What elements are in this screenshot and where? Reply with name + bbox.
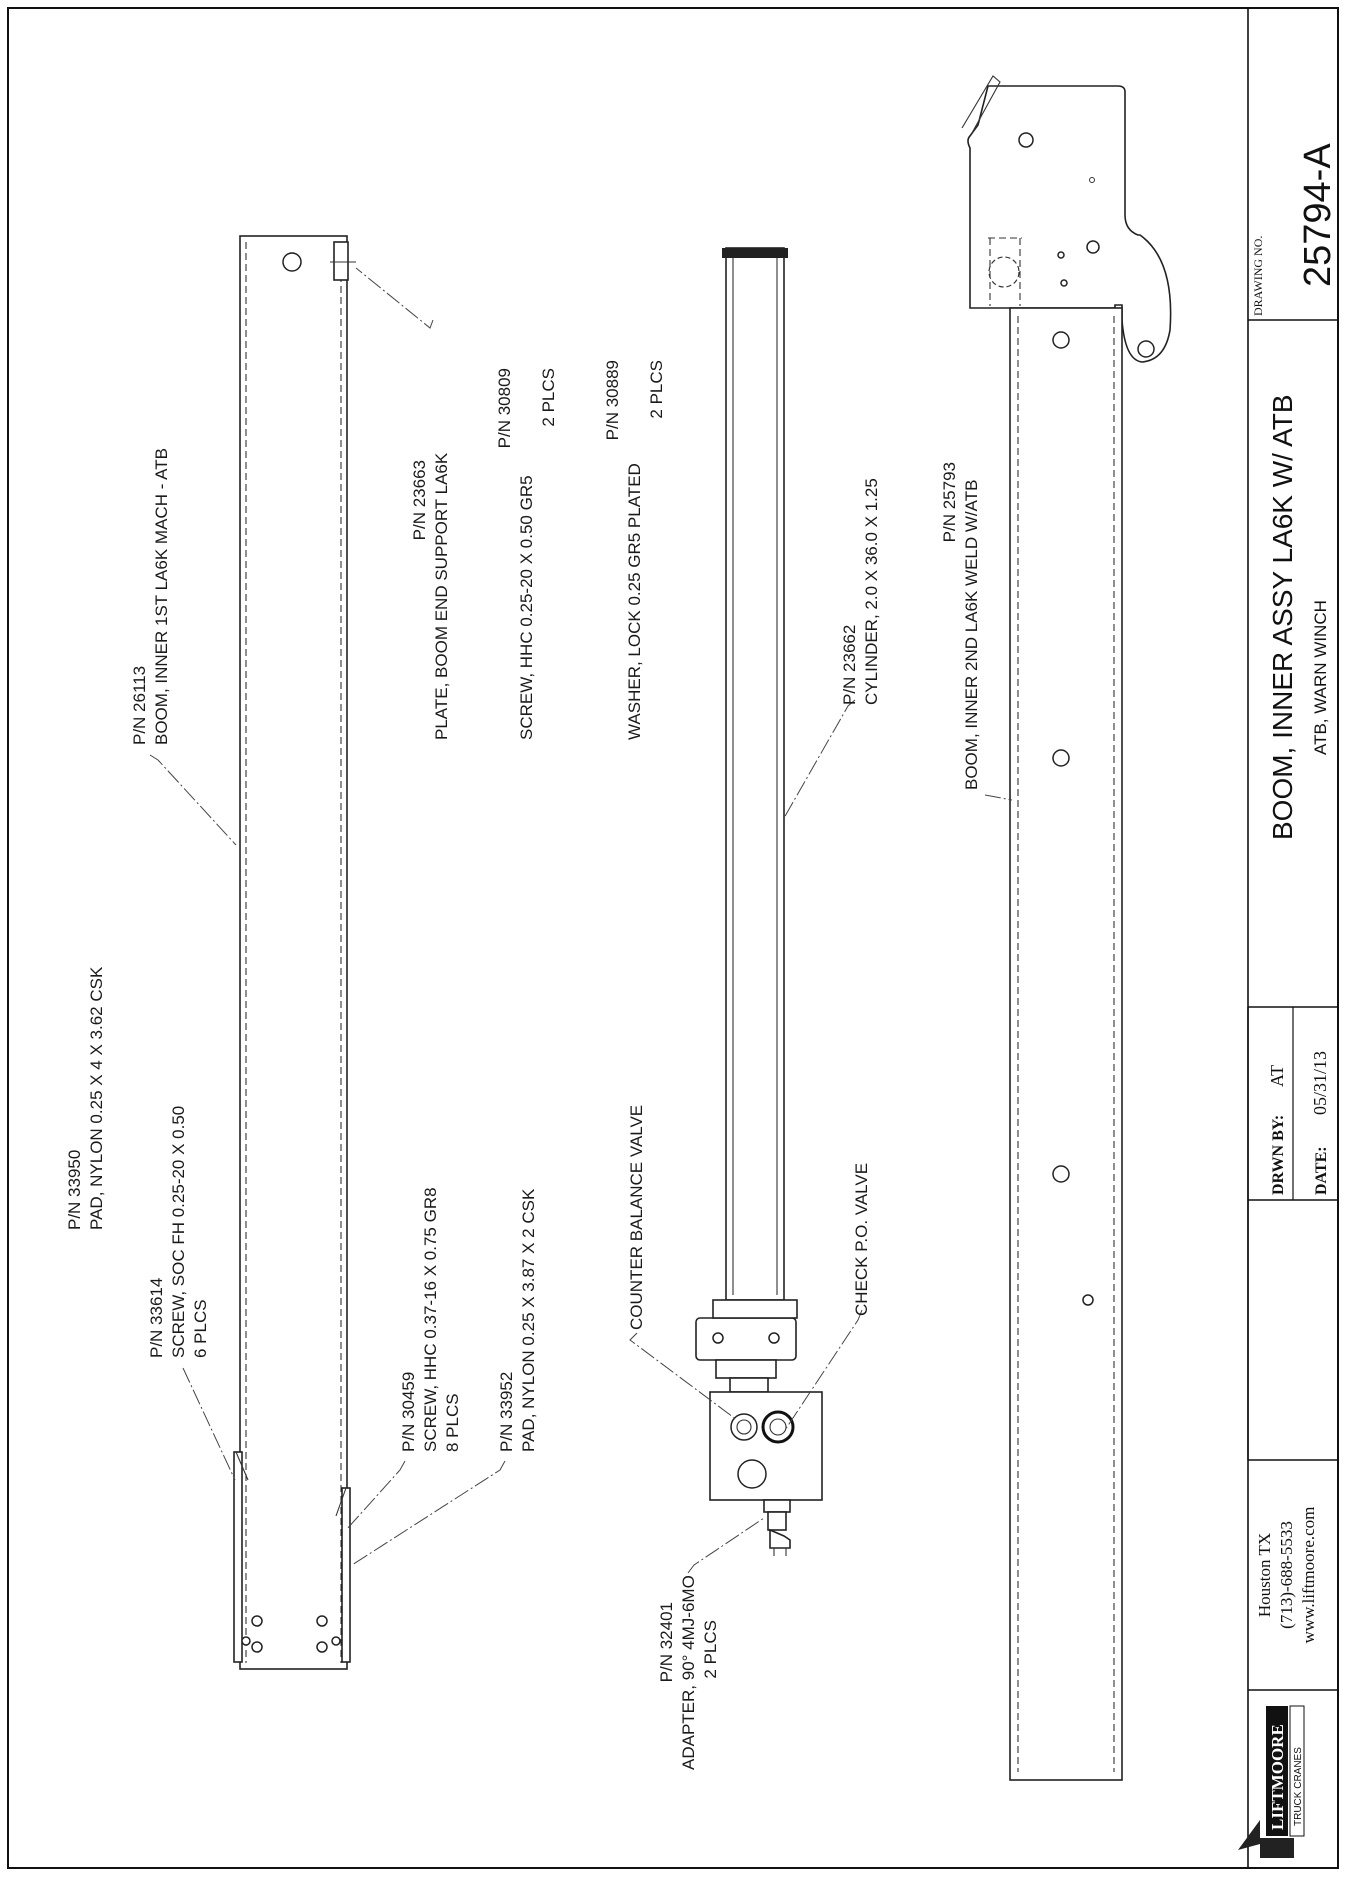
callout-p33952-desc: PAD, NYLON 0.25 X 3.87 X 2 CSK: [519, 1188, 538, 1452]
callout-p33614-qty: 6 PLCS: [191, 1299, 210, 1358]
nylon-pad-top: [233, 1451, 243, 1663]
cylinder-clamp: [695, 1317, 797, 1361]
end-plate-bracket: [967, 85, 1172, 363]
callout-p26113-pn: P/N 26113: [130, 666, 149, 745]
counter-balance-valve-port: [730, 1413, 758, 1441]
valve-block-port: [737, 1459, 767, 1489]
leader-lines: [149, 267, 1013, 1574]
callout-p33952-pn: P/N 33952: [497, 1372, 516, 1452]
callout-p30459-pn: P/N 30459: [399, 1372, 418, 1452]
check-po-valve-port: [761, 1410, 795, 1444]
callout-p33614-pn: P/N 33614: [147, 1278, 166, 1358]
callout-p30889-qty: 2 PLCS: [647, 360, 666, 419]
callout-p30809: P/N 30809 SCREW, HHC 0.25-20 X 0.50 GR5 …: [495, 368, 558, 740]
callout-p32401: P/N 32401 ADAPTER, 90° 4MJ-6MO 2 PLCS: [657, 1575, 720, 1770]
sheet-border: [7, 7, 1339, 1869]
title-block: LIFTMOORE TRUCK CRANES Houston TX (713)-…: [1238, 143, 1339, 1858]
end-support-plate: [333, 241, 349, 281]
address-city: Houston TX: [1255, 1533, 1274, 1617]
callout-p23662: P/N 23662 CYLINDER, 2.0 X 36.0 X 1.25: [840, 478, 881, 705]
mount-hole: [282, 252, 302, 272]
nylon-pad-bottom: [341, 1487, 351, 1663]
liftmoore-logo: LIFTMOORE TRUCK CRANES: [1238, 1705, 1305, 1858]
callout-p30889: P/N 30889 WASHER, LOCK 0.25 GR5 PLATED 2…: [603, 360, 666, 740]
callout-p26113-desc: BOOM, INNER 1ST LA6K MACH - ATB: [152, 448, 171, 745]
callout-p32401-desc: ADAPTER, 90° 4MJ-6MO: [679, 1575, 698, 1770]
drawing-title: BOOM, INNER ASSY LA6K W/ ATB: [1267, 394, 1298, 840]
logo-name: LIFTMOORE: [1268, 1724, 1287, 1830]
boom-hole: [1082, 1294, 1094, 1306]
rod-end-cap: [722, 248, 788, 258]
drawing-number: 25794-A: [1297, 143, 1339, 287]
callout-p30809-pn: P/N 30809: [495, 368, 514, 448]
callout-p33950: P/N 33950 PAD, NYLON 0.25 X 4 X 3.62 CSK: [65, 966, 106, 1230]
boom-hole: [1052, 749, 1070, 767]
callout-counter-balance-text: COUNTER BALANCE VALVE: [627, 1105, 646, 1330]
callout-p26113: P/N 26113 BOOM, INNER 1ST LA6K MACH - AT…: [130, 448, 171, 745]
callout-p25793: P/N 25793 BOOM, INNER 2ND LA6K WELD W/AT…: [940, 462, 981, 790]
valve-block: [709, 1391, 823, 1501]
callout-p23663-desc: PLATE, BOOM END SUPPORT LA6K: [432, 452, 451, 740]
callout-p33950-pn: P/N 33950: [65, 1150, 84, 1230]
callout-p23662-pn: P/N 23662: [840, 625, 859, 705]
logo-tagline: TRUCK CRANES: [1293, 1747, 1304, 1826]
callout-check-po: CHECK P.O. VALVE: [852, 1163, 871, 1316]
callout-p25793-pn: P/N 25793: [940, 462, 959, 542]
callout-p30459-desc: SCREW, HHC 0.37-16 X 0.75 GR8: [421, 1187, 440, 1452]
callout-p33952: P/N 33952 PAD, NYLON 0.25 X 3.87 X 2 CSK: [497, 1188, 538, 1452]
callout-p33614: P/N 33614 SCREW, SOC FH 0.25-20 X 0.50 6…: [147, 1106, 210, 1358]
date-label: DATE:: [1313, 1146, 1330, 1195]
hydraulic-cylinder: [695, 247, 823, 1556]
drawn-by-value: AT: [1267, 1065, 1287, 1087]
adapter-fitting: [763, 1499, 791, 1556]
callout-p23663-pn: P/N 23663: [410, 460, 429, 540]
callout-p30459: P/N 30459 SCREW, HHC 0.37-16 X 0.75 GR8 …: [399, 1187, 462, 1452]
boom-inner-2nd-weld: [961, 75, 1172, 1781]
drawing-no-label: DRAWING NO.: [1251, 236, 1265, 316]
drawing-subtitle: ATB, WARN WINCH: [1311, 600, 1330, 755]
boom-hole: [1052, 331, 1070, 349]
callout-p33950-desc: PAD, NYLON 0.25 X 4 X 3.62 CSK: [87, 966, 106, 1230]
callout-p32401-pn: P/N 32401: [657, 1602, 676, 1682]
callout-check-po-text: CHECK P.O. VALVE: [852, 1163, 871, 1316]
callout-p30809-qty: 2 PLCS: [539, 368, 558, 427]
callout-p33614-desc: SCREW, SOC FH 0.25-20 X 0.50: [169, 1106, 188, 1358]
date-value: 05/31/13: [1310, 1051, 1330, 1115]
callout-p30459-qty: 8 PLCS: [443, 1393, 462, 1452]
boom-inner-1st: [233, 235, 356, 1670]
callout-p30809-desc: SCREW, HHC 0.25-20 X 0.50 GR5: [517, 475, 536, 740]
address-phone: (713)-688-5533: [1277, 1521, 1296, 1629]
callout-p25793-desc: BOOM, INNER 2ND LA6K WELD W/ATB: [962, 480, 981, 790]
callout-p30889-pn: P/N 30889: [603, 360, 622, 440]
callout-counter-balance: COUNTER BALANCE VALVE: [627, 1105, 646, 1330]
drawn-by-label: DRWN BY:: [1270, 1115, 1287, 1195]
callout-p23663: P/N 23663 PLATE, BOOM END SUPPORT LA6K: [410, 452, 451, 740]
address-web: www.liftmoore.com: [1299, 1507, 1318, 1644]
boom-hole: [1052, 1165, 1070, 1183]
callout-p30889-desc: WASHER, LOCK 0.25 GR5 PLATED: [625, 463, 644, 740]
callout-p32401-qty: 2 PLCS: [701, 1620, 720, 1679]
callout-p23662-desc: CYLINDER, 2.0 X 36.0 X 1.25: [862, 478, 881, 705]
